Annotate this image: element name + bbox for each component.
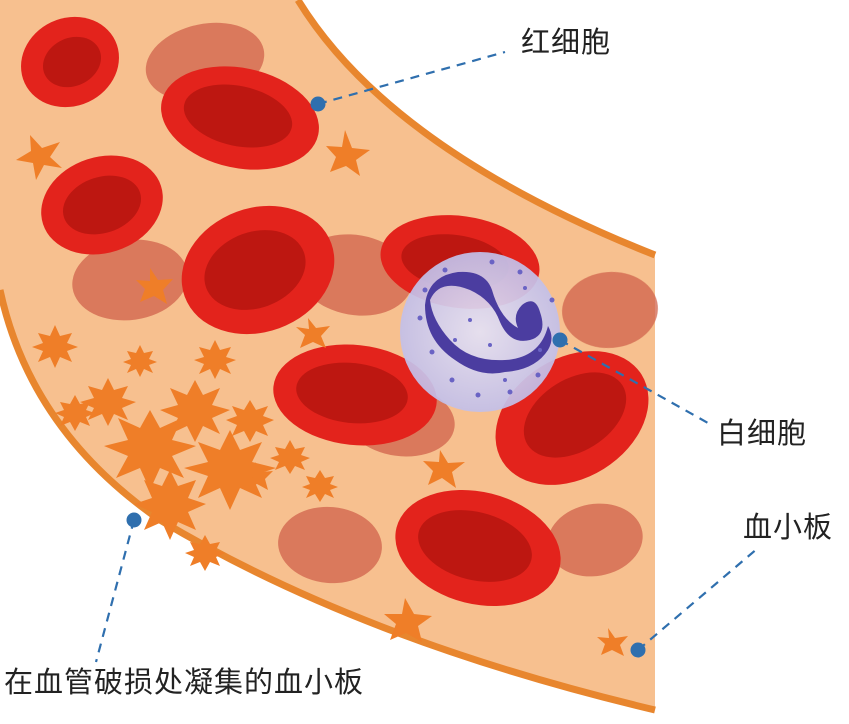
label-clotting-platelets: 在血管破损处凝集的血小板 <box>4 665 365 699</box>
leader-lines <box>94 50 759 663</box>
platelet <box>384 598 432 642</box>
leader-markers <box>126 96 646 658</box>
clot-marker-dot <box>126 512 142 528</box>
label-white-blood-cell: 白细胞 <box>717 416 808 450</box>
platelet <box>296 318 330 348</box>
red-blood-cell <box>395 489 561 607</box>
platelet-leader-line <box>637 547 759 651</box>
red-blood-cell <box>21 16 119 108</box>
white-blood-cell <box>400 252 560 412</box>
red-blood-cell <box>273 344 437 446</box>
label-platelet: 血小板 <box>743 510 834 544</box>
rbc-leader-line <box>317 50 506 106</box>
red-blood-cell <box>161 66 319 170</box>
platelet <box>326 130 370 176</box>
red-blood-cell <box>41 155 163 255</box>
platelet-marker-dot <box>630 642 646 658</box>
platelet <box>16 135 62 180</box>
platelet <box>597 628 628 656</box>
wbc-granules <box>417 259 555 398</box>
vessel-wall-upper <box>295 0 657 259</box>
vessel-wall-lower <box>0 289 656 714</box>
platelets <box>16 130 628 656</box>
clot-leader-line <box>94 519 136 663</box>
clotting-platelet-cluster <box>32 325 338 571</box>
label-red-blood-cell: 红细胞 <box>521 25 612 59</box>
platelet <box>423 450 465 488</box>
platelet <box>136 268 173 304</box>
wbc-marker-dot <box>552 332 568 348</box>
red-blood-cells <box>21 16 649 607</box>
rbc-marker-dot <box>310 96 326 112</box>
red-blood-cell <box>181 205 335 335</box>
wbc-leader-line <box>559 339 709 424</box>
wbc-nucleus <box>425 271 552 374</box>
